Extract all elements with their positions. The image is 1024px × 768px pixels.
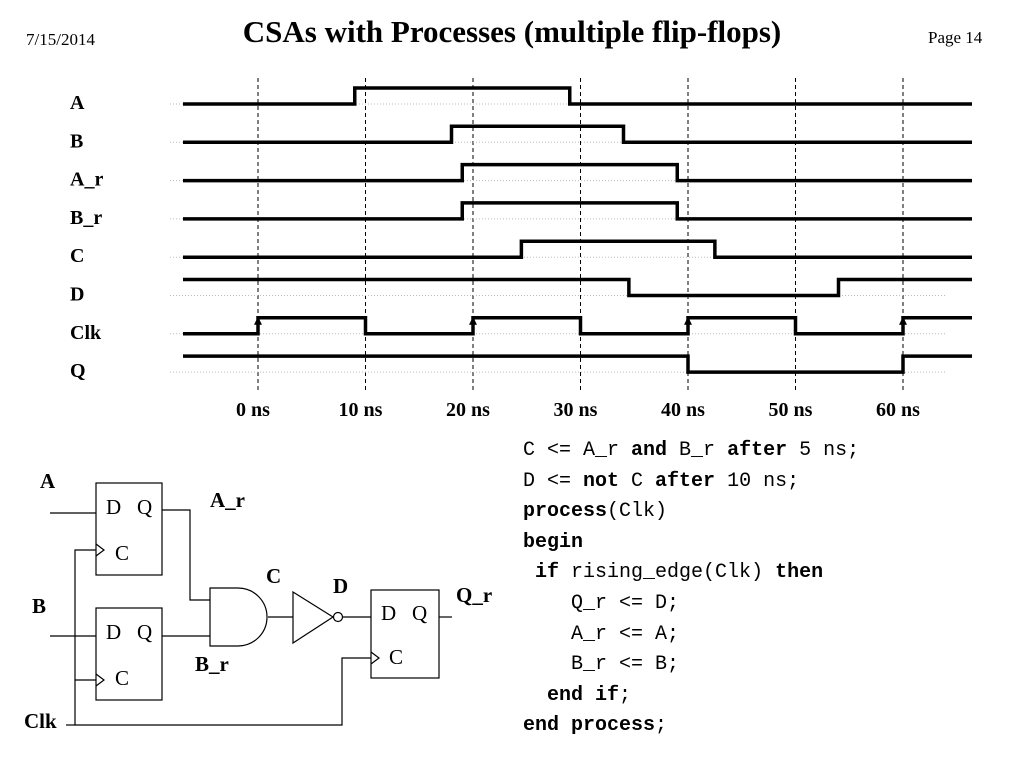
- slide-title: CSAs with Processes (multiple flip-flops…: [242, 14, 782, 49]
- code-text: 10 ns;: [715, 469, 800, 493]
- vhdl-code-block: C <= A_r and B_r after 5 ns;D <= not C a…: [523, 436, 859, 742]
- code-line: C <= A_r and B_r after 5 ns;: [523, 436, 859, 467]
- code-text: [523, 561, 535, 584]
- time-tick-label: 60 ns: [876, 399, 920, 421]
- clock-input-q: [370, 651, 380, 665]
- code-text: D <=: [523, 469, 584, 493]
- input-label-b: B: [32, 594, 46, 618]
- code-keyword: not: [583, 469, 620, 493]
- signal-label: D: [70, 284, 84, 306]
- code-line: process(Clk): [523, 497, 859, 528]
- flipflop-a: [95, 482, 163, 576]
- code-keyword: begin: [523, 530, 584, 554]
- wire-clk: [74, 549, 371, 726]
- input-label-a: A: [40, 469, 56, 493]
- code-keyword: after: [655, 469, 716, 493]
- page-number: Page 14: [928, 28, 983, 47]
- code-keyword: end if: [547, 683, 620, 707]
- code-line: if rising_edge(Clk) then: [523, 558, 859, 589]
- ff-q-pin-d: D: [381, 601, 396, 625]
- code-text: B_r: [667, 439, 728, 462]
- signal-label: Q: [70, 360, 86, 382]
- code-text: Q_r <= D;: [523, 591, 680, 615]
- code-text: 5 ns;: [787, 439, 860, 462]
- and-gate: [209, 587, 268, 647]
- code-text: (Clk): [607, 500, 668, 524]
- ff-b-pin-d: D: [106, 620, 121, 644]
- code-text: rising_edge(Clk): [559, 561, 776, 585]
- code-text: C <= A_r: [523, 439, 632, 462]
- code-keyword: if: [535, 561, 560, 585]
- wire-label-a-r: A_r: [210, 488, 245, 512]
- code-text: ;: [655, 714, 668, 738]
- code-line: end process;: [523, 711, 859, 742]
- signal-label: B: [70, 130, 83, 152]
- clock-input-a: [95, 543, 105, 557]
- code-keyword: process: [523, 500, 608, 524]
- rising-edge-arrow: [254, 316, 262, 325]
- input-label-clk: Clk: [24, 709, 57, 733]
- signal-waveform: [183, 162, 972, 183]
- ff-q-pin-q: Q: [412, 601, 427, 625]
- wire-label-q-r: Q_r: [456, 583, 492, 607]
- time-tick-label: 50 ns: [769, 399, 813, 421]
- wire-label-b-r: B_r: [195, 652, 229, 676]
- time-tick-label: 0 ns: [236, 399, 270, 421]
- rising-edge-arrow: [899, 316, 907, 325]
- code-keyword: then: [775, 561, 824, 585]
- code-line: A_r <= A;: [523, 620, 859, 651]
- wire-label-c: C: [266, 564, 281, 588]
- ff-a-pin-d: D: [106, 495, 121, 519]
- signal-label: C: [70, 245, 84, 267]
- code-keyword: end process: [523, 714, 656, 738]
- code-line: begin: [523, 528, 859, 559]
- ff-q-pin-c: C: [389, 645, 403, 669]
- signal-waveform: [183, 201, 972, 221]
- clock-input-b: [95, 673, 105, 687]
- signal-waveform: [183, 239, 972, 259]
- ff-b-pin-c: C: [115, 666, 129, 690]
- signal-waveform: [183, 316, 972, 336]
- time-tick-label: 10 ns: [339, 399, 383, 421]
- rising-edge-arrow: [684, 316, 692, 325]
- code-text: [523, 684, 547, 707]
- signal-waveform: [183, 124, 972, 145]
- ff-b-pin-q: Q: [137, 620, 152, 644]
- signal-label: Clk: [70, 322, 102, 344]
- ff-a-pin-q: Q: [137, 495, 152, 519]
- signal-label: B_r: [70, 207, 102, 229]
- code-keyword: and: [631, 439, 668, 462]
- slide-date: 7/15/2014: [26, 30, 95, 49]
- code-text: A_r <= A;: [523, 622, 680, 646]
- signal-waveform: [183, 277, 972, 298]
- inverter-bubble: [332, 611, 344, 623]
- inverter-gate: [292, 590, 335, 645]
- signal-label: A_r: [70, 169, 103, 191]
- code-keyword: after: [727, 439, 788, 462]
- rising-edge-arrow: [469, 316, 477, 325]
- wire-label-d: D: [333, 574, 348, 598]
- wire-a-r: [162, 509, 210, 601]
- time-tick-label: 30 ns: [554, 399, 598, 421]
- time-tick-label: 40 ns: [661, 399, 705, 421]
- signal-label: A: [70, 92, 85, 114]
- time-tick-label: 20 ns: [446, 399, 490, 421]
- code-line: B_r <= B;: [523, 650, 859, 681]
- code-line: D <= not C after 10 ns;: [523, 467, 859, 498]
- signal-waveform: [183, 86, 972, 106]
- code-text: ;: [619, 683, 632, 707]
- timing-diagram: 0 ns 10 ns 20 ns 30 ns 40 ns 50 ns 60 ns AB A_rB…: [70, 78, 972, 421]
- code-line: Q_r <= D;: [523, 589, 859, 620]
- code-line: end if;: [523, 681, 859, 712]
- flipflop-b: [95, 607, 163, 701]
- circuit-schematic: A B Clk A_r B_r C D Q_r D Q C D Q C D Q …: [24, 469, 492, 733]
- signal-waveform: [183, 354, 972, 374]
- ff-a-pin-c: C: [115, 541, 129, 565]
- code-text: C: [619, 469, 656, 493]
- flipflop-q: [370, 589, 440, 679]
- code-text: B_r <= B;: [523, 653, 680, 677]
